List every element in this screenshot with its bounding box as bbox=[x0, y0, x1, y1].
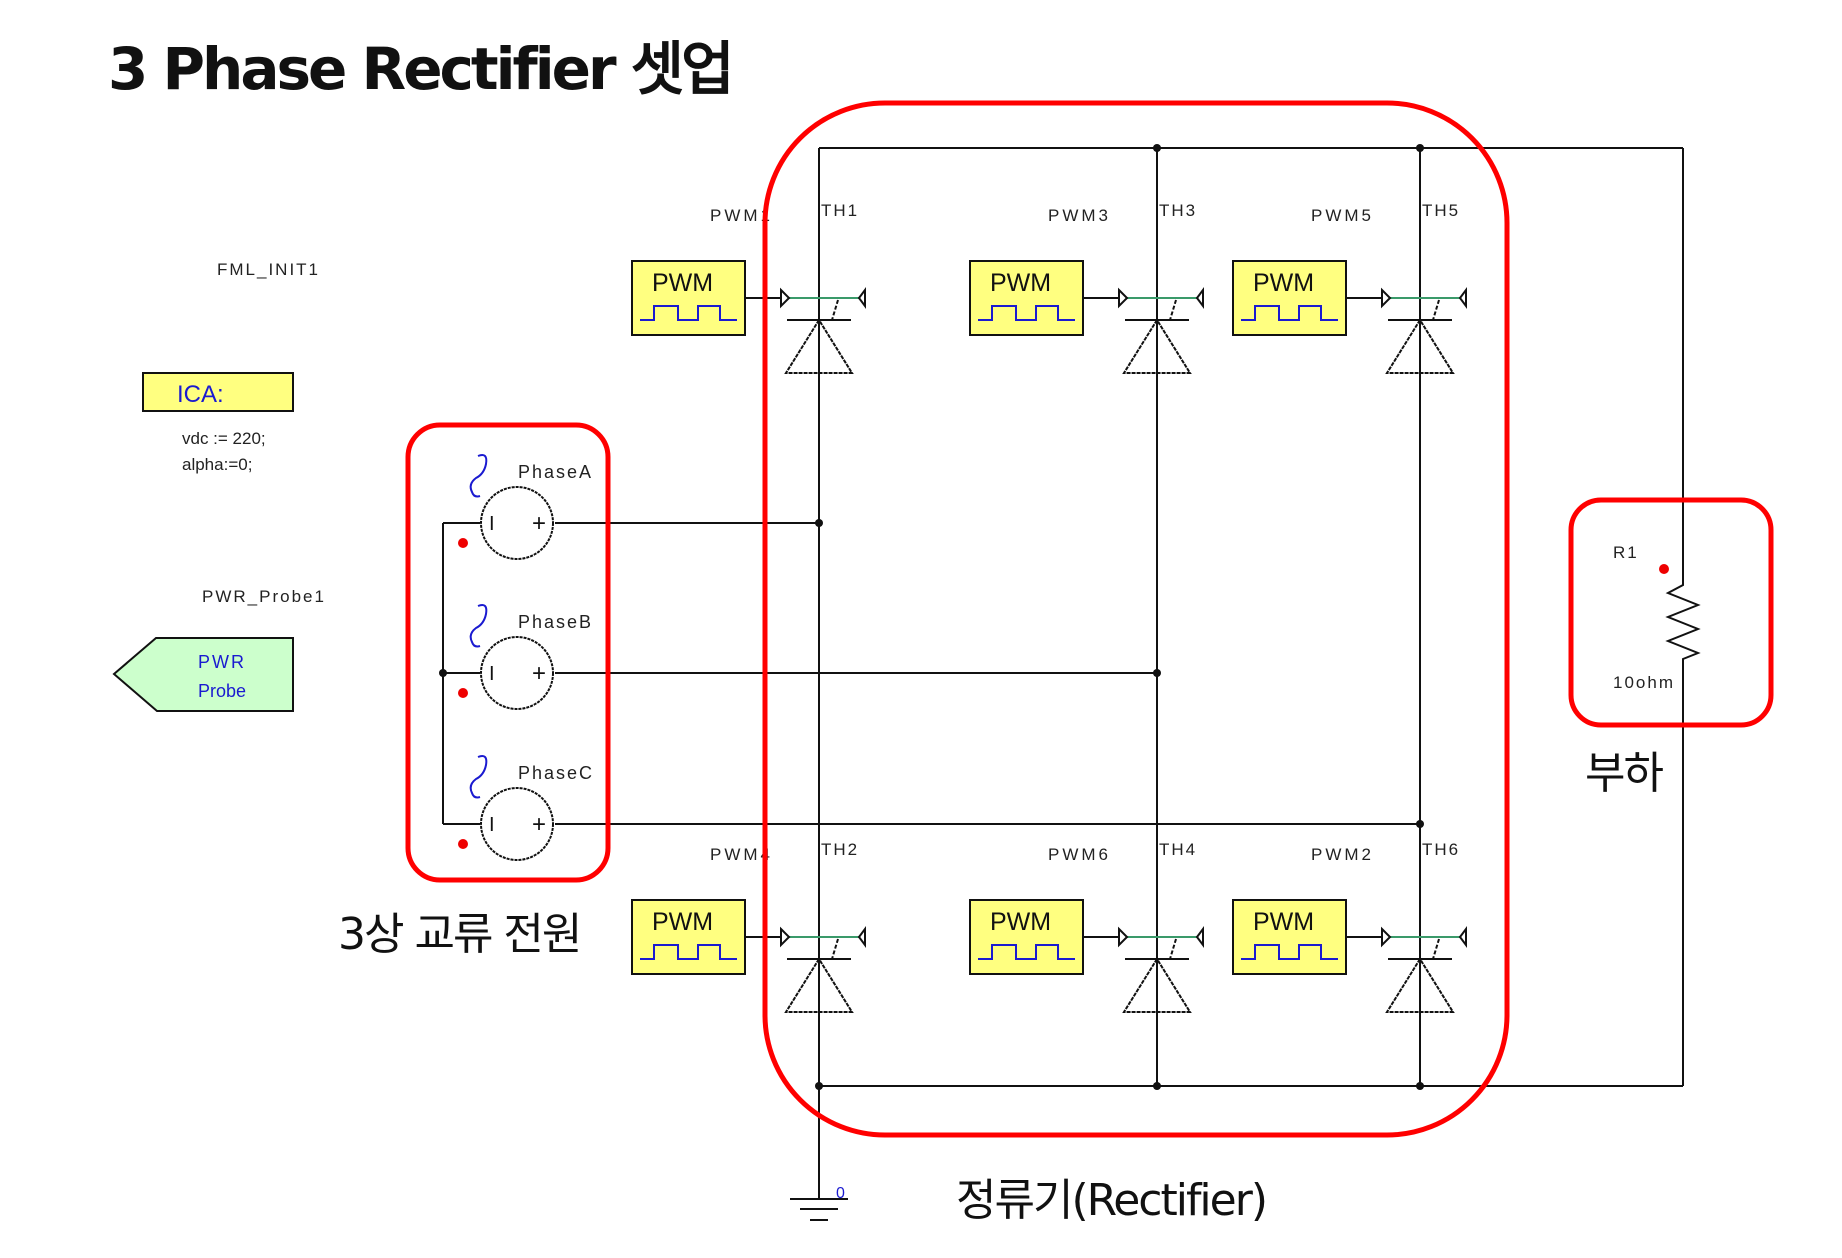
thyristor-name: TH6 bbox=[1422, 840, 1460, 859]
pwm-block-label: PWM bbox=[990, 908, 1051, 936]
junction-dot bbox=[1153, 144, 1161, 152]
minus-terminal: I bbox=[489, 814, 495, 836]
pwm-name: PWM4 bbox=[710, 845, 773, 864]
code-line-1: vdc := 220; bbox=[182, 429, 266, 448]
thyristor-name: TH1 bbox=[821, 201, 859, 220]
square-wave-icon bbox=[978, 305, 1075, 321]
pwm-name: PWM5 bbox=[1311, 206, 1374, 225]
junction-dot bbox=[1416, 1082, 1424, 1090]
polarity-dot bbox=[458, 538, 468, 548]
plus-terminal: + bbox=[532, 660, 546, 687]
thyristor-th3[interactable]: TH3 bbox=[1118, 201, 1204, 374]
pwm-block-pwm5[interactable]: PWM PWM5 bbox=[1232, 206, 1382, 336]
square-wave-icon bbox=[1241, 305, 1338, 321]
plus-terminal: + bbox=[532, 510, 546, 537]
sine-wave-icon bbox=[469, 454, 488, 498]
ac-source-phaseb[interactable]: I + PhaseB bbox=[458, 604, 593, 710]
highlight-load bbox=[1568, 497, 1774, 728]
annotation-load: 부하 bbox=[1585, 748, 1664, 799]
pwm-block-pwm4[interactable]: PWM PWM4 bbox=[631, 845, 781, 975]
ac-source-phasea[interactable]: I + PhaseA bbox=[458, 454, 593, 560]
source-name: PhaseB bbox=[518, 612, 593, 632]
junction-dot bbox=[439, 669, 447, 677]
ground-symbol[interactable]: 0 bbox=[790, 1170, 848, 1221]
square-wave-icon bbox=[978, 944, 1075, 960]
pwm-block-label: PWM bbox=[652, 269, 713, 297]
junction-dot bbox=[1416, 820, 1424, 828]
sine-wave-icon bbox=[469, 604, 488, 648]
plus-terminal: + bbox=[532, 811, 546, 838]
annotation-source: 3상 교류 전원 bbox=[338, 909, 582, 960]
square-wave-icon bbox=[640, 305, 737, 321]
ground-label: 0 bbox=[836, 1185, 845, 1202]
fml-init-name: FML_INIT1 bbox=[217, 260, 320, 279]
fml-init-block[interactable]: ICA: bbox=[142, 372, 294, 412]
thyristor-th6[interactable]: TH6 bbox=[1381, 840, 1467, 1013]
resistor-value: 10ohm bbox=[1613, 673, 1675, 692]
annotation-rectifier: 정류기(Rectifier) bbox=[956, 1175, 1268, 1226]
pwr-probe[interactable]: PWR Probe bbox=[112, 637, 294, 712]
polarity-dot bbox=[458, 688, 468, 698]
thyristor-th5[interactable]: TH5 bbox=[1381, 201, 1467, 374]
pwm-block-pwm3[interactable]: PWM PWM3 bbox=[969, 206, 1119, 336]
pwm-name: PWM2 bbox=[1311, 845, 1374, 864]
highlights bbox=[405, 100, 1774, 1138]
pwm-block-label: PWM bbox=[1253, 269, 1314, 297]
polarity-dot bbox=[458, 839, 468, 849]
polarity-dot bbox=[1659, 564, 1669, 574]
thyristor-name: TH2 bbox=[821, 840, 859, 859]
pwm-block-pwm1[interactable]: PWM PWM1 bbox=[631, 206, 781, 336]
source-name: PhaseA bbox=[518, 462, 593, 482]
square-wave-icon bbox=[1241, 944, 1338, 960]
pwm-block-label: PWM bbox=[1253, 908, 1314, 936]
resistor-r1[interactable]: R1 10ohm bbox=[1613, 543, 1701, 692]
pwm-block-pwm6[interactable]: PWM PWM6 bbox=[969, 845, 1119, 975]
thyristor-name: TH3 bbox=[1159, 201, 1197, 220]
source-name: PhaseC bbox=[518, 763, 594, 783]
junction-dot bbox=[1416, 144, 1424, 152]
minus-terminal: I bbox=[489, 513, 495, 535]
square-wave-icon bbox=[640, 944, 737, 960]
resistor-name: R1 bbox=[1613, 543, 1639, 562]
ac-source-phasec[interactable]: I + PhaseC bbox=[458, 755, 594, 861]
thyristor-th4[interactable]: TH4 bbox=[1118, 840, 1204, 1013]
sine-wave-icon bbox=[469, 755, 488, 799]
pwm-name: PWM6 bbox=[1048, 845, 1111, 864]
pwm-block-pwm2[interactable]: PWM PWM2 bbox=[1232, 845, 1382, 975]
junction-dot bbox=[815, 519, 823, 527]
highlight-rectifier bbox=[762, 100, 1510, 1138]
code-line-2: alpha:=0; bbox=[182, 455, 252, 474]
probe-line1: PWR bbox=[198, 652, 246, 672]
pwm-block-label: PWM bbox=[652, 908, 713, 936]
junction-dot bbox=[1153, 669, 1161, 677]
highlight-source bbox=[405, 422, 611, 883]
probe-name: PWR_Probe1 bbox=[202, 587, 326, 606]
pwm-name: PWM3 bbox=[1048, 206, 1111, 225]
thyristor-name: TH5 bbox=[1422, 201, 1460, 220]
probe-line2: Probe bbox=[198, 681, 246, 701]
junction-dot bbox=[1153, 1082, 1161, 1090]
pwm-name: PWM1 bbox=[710, 206, 773, 225]
junction-dot bbox=[815, 1082, 823, 1090]
thyristor-th1[interactable]: TH1 bbox=[780, 201, 866, 374]
pwm-block-label: PWM bbox=[990, 269, 1051, 297]
thyristor-th2[interactable]: TH2 bbox=[780, 840, 866, 1013]
minus-terminal: I bbox=[489, 663, 495, 685]
junctions bbox=[439, 144, 1424, 1090]
fml-init-label: ICA: bbox=[177, 381, 224, 408]
page-title: 3 Phase Rectifier 셋업 bbox=[108, 35, 734, 103]
thyristor-name: TH4 bbox=[1159, 840, 1197, 859]
